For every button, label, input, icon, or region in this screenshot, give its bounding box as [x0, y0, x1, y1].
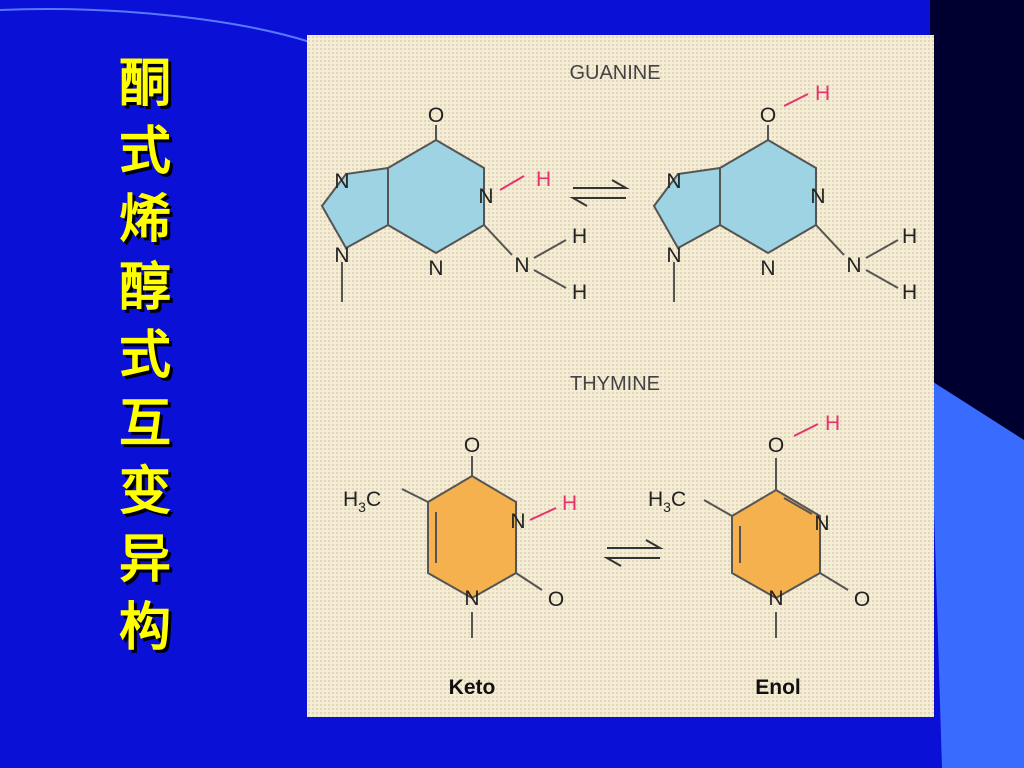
title-char: 酮: [118, 53, 171, 114]
atom-label: O: [464, 434, 480, 457]
title-char: 醇: [118, 257, 171, 318]
atom-label: O: [428, 104, 444, 127]
enol-label: Enol: [755, 676, 801, 699]
atom-label: H: [815, 82, 830, 105]
atom-label: O: [548, 588, 564, 611]
thymine-enol-ring: [731, 488, 821, 600]
atom-label: N: [768, 587, 783, 610]
atom-label: N: [760, 257, 775, 280]
atom-label: N: [514, 254, 529, 277]
atom-label: N: [478, 185, 493, 208]
atom-label: O: [854, 588, 870, 611]
dark-corner-panel: [820, 0, 1024, 440]
background-arc: [0, 8, 311, 43]
slide-title: 酮 式 烯 醇 式 互 变 异 构: [100, 50, 190, 662]
methyl-group: H3C: [343, 488, 381, 515]
atom-label: N: [814, 512, 829, 535]
methyl-group: H3C: [648, 488, 686, 515]
guanine-keto-structure: O N N N N N H H H: [320, 104, 587, 304]
atom-label: N: [428, 257, 443, 280]
atom-label: O: [768, 434, 784, 457]
guanine-label: GUANINE: [569, 62, 660, 84]
thymine-enol-structure: O H N N O H3C: [648, 412, 870, 638]
guanine-enol-structure: O H N N N N N H H: [652, 82, 917, 304]
atom-label: H: [572, 225, 587, 248]
atom-label: N: [464, 587, 479, 610]
atom-label: N: [334, 244, 349, 267]
equilibrium-arrow: [603, 539, 664, 567]
title-char: 式: [118, 121, 171, 182]
atom-label: N: [510, 510, 525, 533]
title-char: 烯: [118, 189, 171, 250]
title-char: 互: [118, 393, 171, 454]
title-char: 变: [118, 461, 171, 522]
light-blue-panel: [930, 380, 1024, 768]
atom-label: H: [825, 412, 840, 435]
title-char: 异: [118, 529, 171, 590]
atom-label: N: [666, 244, 681, 267]
tautomerism-figure: GUANINE THYMINE O N N N N N H H H O: [307, 35, 934, 717]
title-char: 式: [118, 325, 171, 386]
atom-label: O: [760, 104, 776, 127]
atom-label: H: [902, 281, 917, 304]
equilibrium-arrow: [569, 179, 630, 207]
atom-label: N: [810, 185, 825, 208]
atom-label: H: [562, 492, 577, 515]
atom-label: N: [334, 170, 349, 193]
atom-label: N: [666, 170, 681, 193]
atom-label: H: [572, 281, 587, 304]
atom-label: H: [902, 225, 917, 248]
thymine-label: THYMINE: [570, 373, 660, 395]
atom-label: H: [536, 168, 551, 191]
keto-label: Keto: [449, 676, 496, 699]
title-char: 构: [118, 597, 171, 658]
atom-label: N: [846, 254, 861, 277]
thymine-keto-ring: [427, 474, 517, 600]
thymine-keto-structure: O N N O H H3C: [343, 434, 577, 638]
